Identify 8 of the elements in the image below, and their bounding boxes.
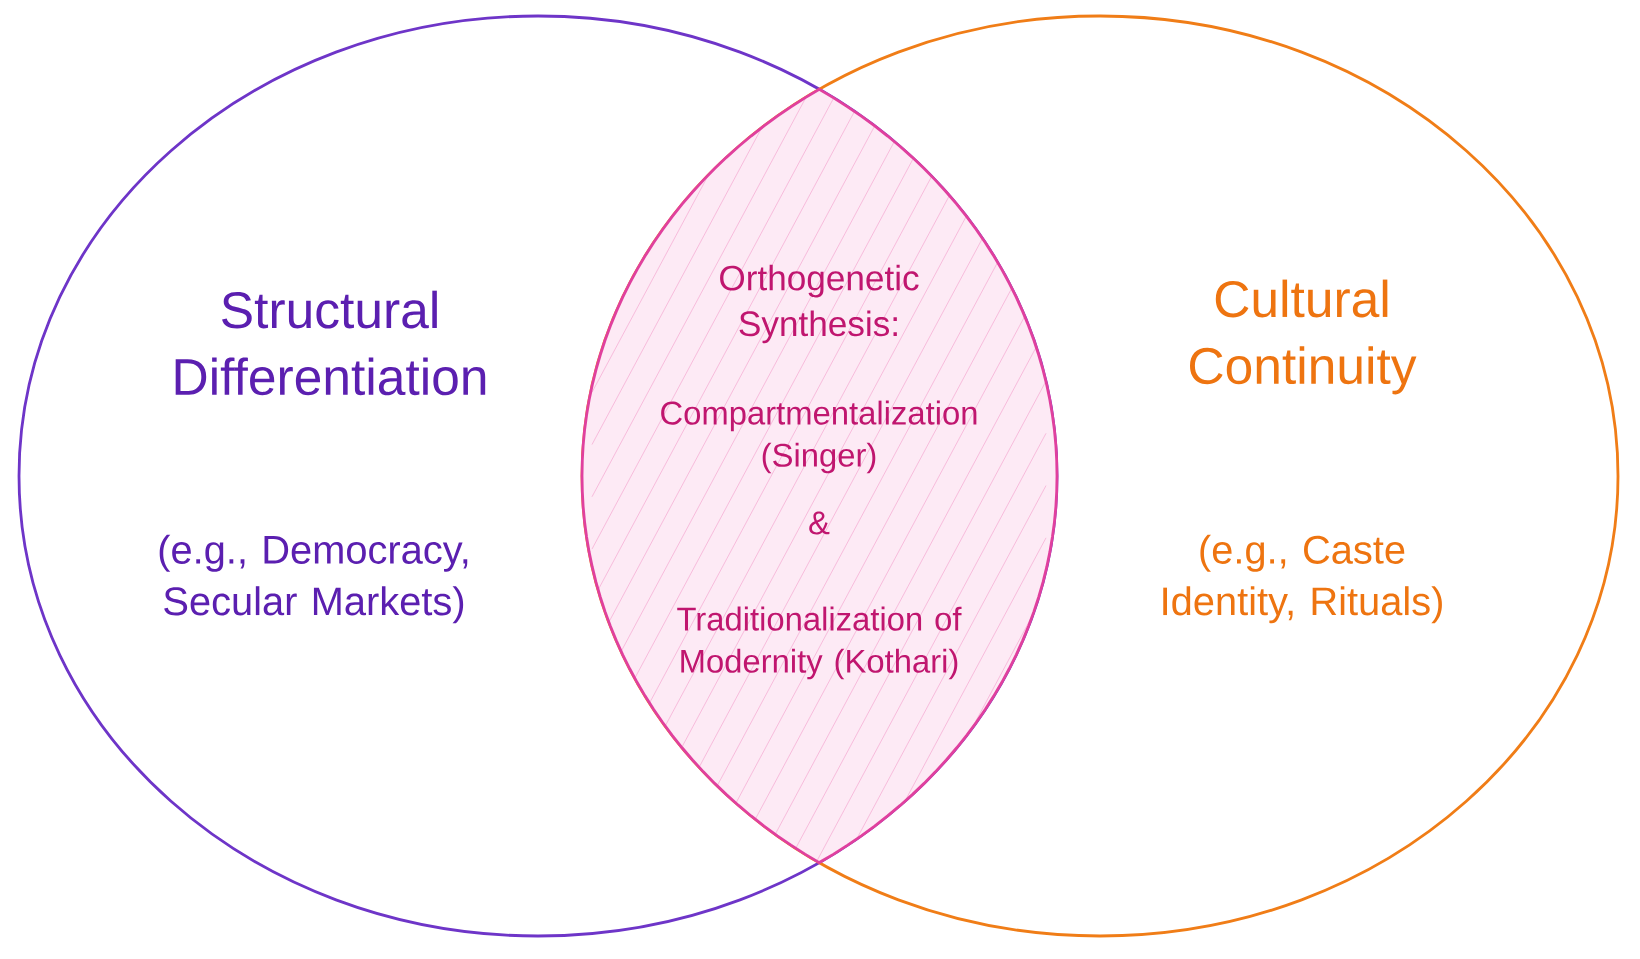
overlap-text: Compartmentalization (Singer) <box>661 400 977 474</box>
overlap-text: & <box>809 511 830 535</box>
overlap-text: Traditionalization of Modernity (Kothari) <box>677 606 962 680</box>
circle-title: Structural Differentiation <box>175 290 486 396</box>
overlap-title: Orthogenetic Synthesis: <box>720 264 919 344</box>
example-text: (e.g., Democracy, Secular Markets) <box>159 534 468 624</box>
example-text: (e.g., Caste Identity, Rituals) <box>1163 534 1442 624</box>
circle-title: Cultural Continuity <box>1190 279 1417 395</box>
